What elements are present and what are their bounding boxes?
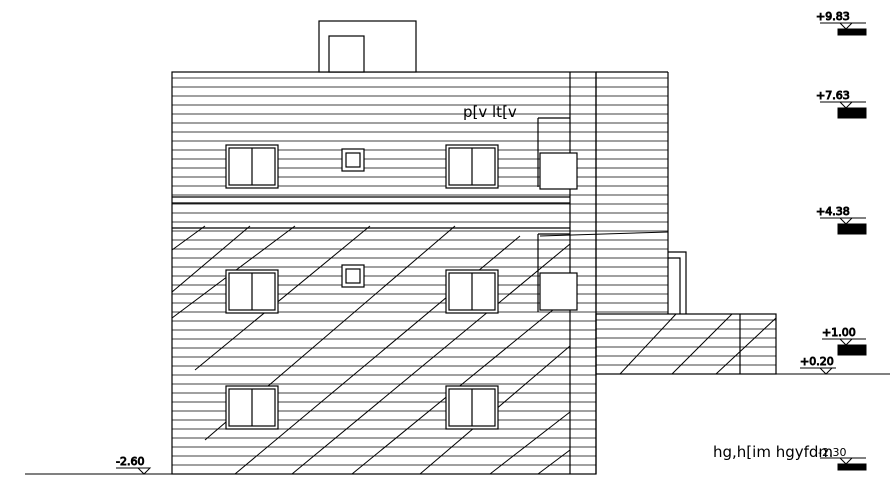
level-marker-763: +7.63 — [816, 89, 867, 119]
level-marker-m260: -2.60 — [116, 455, 152, 475]
windows — [225, 144, 578, 430]
level-100-text: +1.00 — [822, 326, 856, 339]
level-marker-100: +1.00 — [822, 326, 867, 356]
vent-small-f2 — [341, 264, 365, 288]
level-marker-m230 — [820, 457, 867, 471]
drawing-line — [489, 411, 571, 475]
drawing-line — [537, 449, 571, 475]
roof-stair-box — [318, 20, 417, 73]
drawing-line — [619, 313, 677, 375]
drawing-line — [671, 313, 733, 375]
label-bottom-note: hg,h[im hgyfdm — [713, 443, 833, 461]
window-f1-left — [225, 385, 279, 430]
drawing-line — [351, 295, 571, 475]
level-763-text: +7.63 — [816, 89, 850, 102]
window-f1-right — [445, 385, 499, 430]
level-marker-020: +0.20 — [800, 355, 836, 375]
siding-lines-annex — [596, 319, 776, 366]
level-983-text: +9.83 — [816, 10, 850, 23]
level-marker-983: +9.83 — [816, 10, 867, 36]
level-438-text: +4.38 — [816, 205, 850, 218]
drawing-line — [171, 225, 206, 251]
window-square-f2 — [539, 272, 578, 311]
level-markers: +9.83 +7.63 +4.38 +1.00 +0.20 — [116, 10, 867, 475]
window-f3-right — [445, 144, 499, 189]
vent-small-f3 — [341, 148, 365, 172]
label-top-note: p[v lt[v — [463, 103, 517, 121]
window-f3-left — [225, 144, 279, 189]
drawing-line — [715, 317, 777, 375]
level-020-text: +0.20 — [800, 355, 834, 368]
window-square-f3 — [539, 152, 578, 190]
drawing-line — [539, 231, 669, 237]
level-m230-text: -2.30 — [818, 446, 846, 459]
drawing-line — [171, 225, 251, 293]
drawing-line — [291, 243, 571, 475]
window-f2-left — [225, 269, 279, 314]
window-f2-right — [445, 269, 499, 314]
drawing-line — [194, 225, 371, 371]
annex — [595, 251, 777, 375]
level-m260-text: -2.60 — [116, 455, 144, 468]
level-marker-438: +4.38 — [816, 205, 867, 235]
